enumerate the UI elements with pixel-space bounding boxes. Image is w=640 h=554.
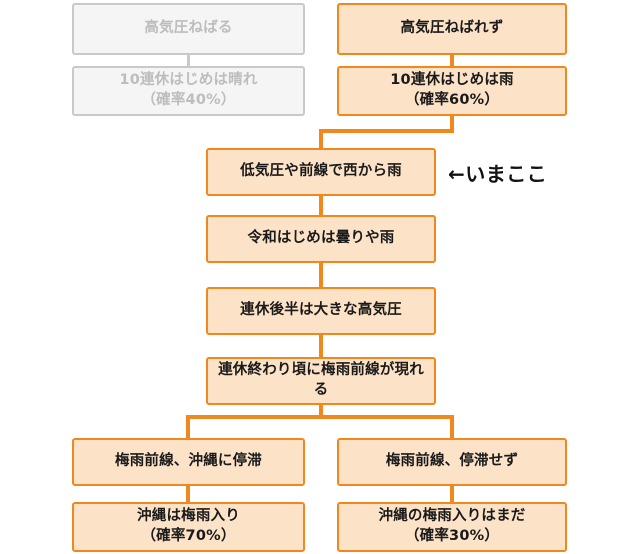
node-label-line1: 高気圧ねばれず bbox=[400, 20, 504, 37]
connector-nostall-to-notyet bbox=[450, 486, 454, 504]
node-label-line2: （確率70%） bbox=[141, 528, 236, 544]
connector-rain-horizontal bbox=[319, 129, 454, 133]
node-baiu-front-no-stall[interactable]: 梅雨前線、停滞せず bbox=[337, 438, 567, 486]
connector-reiwa-to-lateholiday bbox=[319, 263, 323, 288]
connector-notpersist-to-rain bbox=[450, 55, 454, 67]
node-label-line2: （確率30%） bbox=[404, 528, 500, 544]
annotation-label: ←いまここ bbox=[448, 161, 548, 186]
node-low-pressure-rain-from-west[interactable]: 低気圧や前線で西から雨 bbox=[206, 148, 436, 196]
connector-rain-into-lowpressure bbox=[319, 129, 323, 149]
node-golden-week-start-rain[interactable]: 10連休はじめは雨 （確率60%） bbox=[337, 66, 567, 116]
connector-baiu-split-left bbox=[186, 415, 190, 439]
node-high-pressure-not-persist[interactable]: 高気圧ねばれず bbox=[337, 3, 567, 55]
node-label-line1: 沖縄は梅雨入り bbox=[137, 508, 240, 525]
connector-stall-to-rainystart bbox=[186, 486, 190, 504]
connector-baiu-split-right bbox=[450, 415, 454, 439]
node-high-pressure-persists[interactable]: 高気圧ねばる bbox=[72, 3, 305, 55]
node-label-line1: 連休終わり頃に梅雨前線が現れる bbox=[218, 362, 424, 398]
node-label-line1: 10連休はじめは晴れ bbox=[119, 72, 258, 89]
node-label-line1: 梅雨前線、停滞せず bbox=[385, 453, 519, 470]
connector-rain-drop bbox=[450, 115, 454, 133]
connector-persists-to-sunny bbox=[187, 55, 190, 67]
connector-lateholiday-to-baiu bbox=[319, 335, 323, 358]
annotation-you-are-here: ←いまここ bbox=[448, 159, 548, 186]
node-okinawa-rainy-season-start[interactable]: 沖縄は梅雨入り （確率70%） bbox=[72, 502, 305, 552]
node-label-line1: 梅雨前線、沖縄に停滞 bbox=[115, 453, 262, 470]
node-late-holiday-high-pressure[interactable]: 連休後半は大きな高気圧 bbox=[206, 287, 436, 335]
node-label-line1: 10連休はじめは雨 bbox=[390, 72, 514, 89]
node-reiwa-start-cloudy-rain[interactable]: 令和はじめは曇りや雨 bbox=[206, 215, 436, 263]
connector-baiu-split-bar bbox=[186, 415, 454, 419]
node-label-line1: 沖縄の梅雨入りはまだ bbox=[378, 508, 526, 525]
node-golden-week-start-sunny[interactable]: 10連休はじめは晴れ （確率40%） bbox=[72, 66, 305, 116]
connector-lowpressure-to-reiwa bbox=[319, 196, 323, 216]
node-label-line2: （確率60%） bbox=[404, 92, 500, 108]
node-okinawa-rainy-season-not-yet[interactable]: 沖縄の梅雨入りはまだ （確率30%） bbox=[337, 502, 567, 552]
node-label-line1: 連休後半は大きな高気圧 bbox=[240, 302, 402, 319]
node-label-line1: 令和はじめは曇りや雨 bbox=[247, 230, 395, 247]
node-baiu-front-stalls-okinawa[interactable]: 梅雨前線、沖縄に停滞 bbox=[72, 438, 305, 486]
connector-baiu-drop bbox=[319, 405, 323, 419]
node-baiu-front-appears[interactable]: 連休終わり頃に梅雨前線が現れる bbox=[206, 357, 436, 405]
node-label-line2: （確率40%） bbox=[141, 92, 236, 108]
node-label-line1: 高気圧ねばる bbox=[144, 20, 233, 37]
node-label-line1: 低気圧や前線で西から雨 bbox=[240, 163, 402, 180]
